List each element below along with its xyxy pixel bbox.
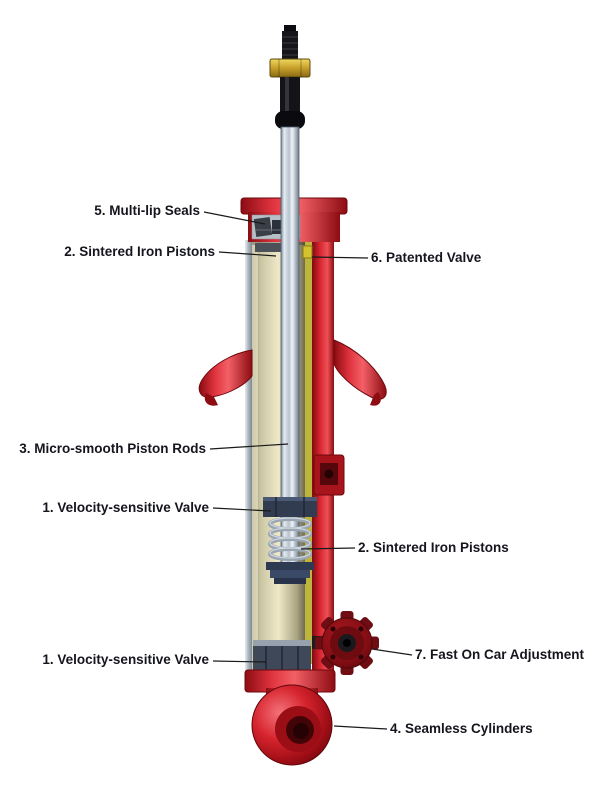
bushing-eye: [251, 684, 333, 766]
label-sintered-iron-pistons-top: 2. Sintered Iron Pistons: [64, 244, 215, 259]
multi-lip-seals: [253, 216, 282, 238]
label-micro-smooth-piston-rods: 3. Micro-smooth Piston Rods: [19, 441, 206, 456]
label-patented-valve: 6. Patented Valve: [371, 250, 482, 265]
lower-piston: [266, 562, 314, 584]
label-fast-on-car-adjustment: 7. Fast On Car Adjustment: [415, 647, 585, 662]
adjustment-gear: [312, 611, 379, 675]
piston-valve-assembly: [253, 497, 317, 670]
label-velocity-valve-lower: 1. Velocity-sensitive Valve: [42, 652, 209, 667]
spring-seat: [198, 339, 387, 406]
upper-piston: [255, 243, 291, 252]
label-velocity-valve-upper: 1. Velocity-sensitive Valve: [42, 500, 209, 515]
leader-lines: [203, 211, 413, 730]
velocity-valve-lower: [253, 640, 311, 670]
label-sintered-iron-pistons-mid: 2. Sintered Iron Pistons: [358, 540, 509, 555]
brass-nut: [269, 58, 311, 78]
coil-spring: [268, 517, 312, 561]
label-multi-lip-seals: 5. Multi-lip Seals: [94, 203, 200, 218]
piston-rod: [269, 25, 311, 564]
side-bracket: [313, 454, 345, 496]
patented-valve: [302, 245, 313, 259]
label-seamless-cylinders: 4. Seamless Cylinders: [390, 721, 533, 736]
